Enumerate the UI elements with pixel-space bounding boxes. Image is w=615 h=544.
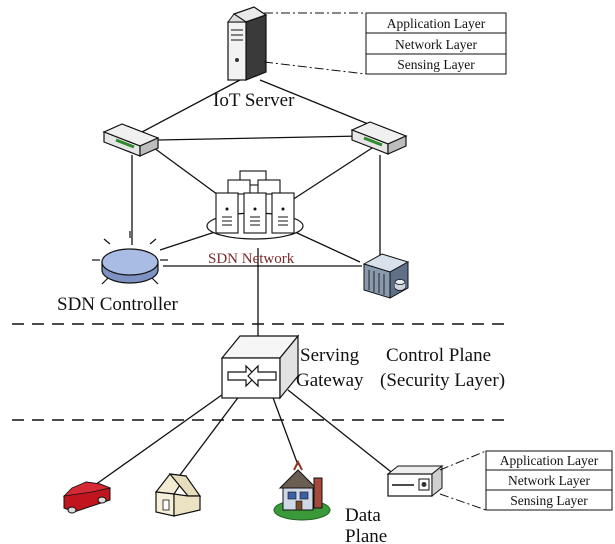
gateway-icon bbox=[220, 334, 300, 400]
device-stack-leaders bbox=[439, 450, 487, 511]
device-layer-stack: Application Layer Network Layer Sensing … bbox=[485, 450, 613, 511]
serving-gateway-label-line1: Serving bbox=[300, 345, 360, 366]
device-links bbox=[87, 389, 396, 491]
smart-home-icon bbox=[273, 459, 331, 521]
device-stack-application-layer: Application Layer bbox=[500, 453, 599, 468]
server-stack-leaders bbox=[263, 12, 367, 75]
iot-server-label: IoT Server bbox=[213, 90, 295, 111]
server-cluster-icon bbox=[206, 170, 304, 240]
switch-icon bbox=[102, 123, 160, 157]
server-stack-network-layer: Network Layer bbox=[395, 37, 478, 52]
data-plane-label-line2: Plane bbox=[345, 526, 387, 544]
control-plane-label-line2: (Security Layer) bbox=[380, 370, 505, 391]
storage-icon bbox=[362, 253, 410, 299]
server-icon bbox=[227, 6, 268, 81]
device-stack-network-layer: Network Layer bbox=[508, 473, 591, 488]
car-icon bbox=[62, 481, 112, 514]
connection-lines bbox=[131, 79, 381, 338]
controller-icon bbox=[92, 231, 168, 285]
data-plane-label-line1: Data bbox=[345, 505, 381, 526]
serving-gateway-label-line2: Gateway bbox=[296, 370, 364, 391]
server-layer-stack: Application Layer Network Layer Sensing … bbox=[365, 12, 507, 75]
control-plane-label-line1: Control Plane bbox=[386, 345, 491, 366]
server-stack-sensing-layer: Sensing Layer bbox=[397, 57, 475, 72]
device-stack-sensing-layer: Sensing Layer bbox=[510, 493, 588, 508]
sensor-device-icon bbox=[386, 464, 444, 498]
house-icon bbox=[154, 473, 202, 517]
sdn-controller-label: SDN Controller bbox=[57, 294, 179, 315]
switch-icon bbox=[350, 121, 408, 155]
sdn-network-label: SDN Network bbox=[208, 251, 295, 267]
server-stack-application-layer: Application Layer bbox=[387, 16, 486, 31]
